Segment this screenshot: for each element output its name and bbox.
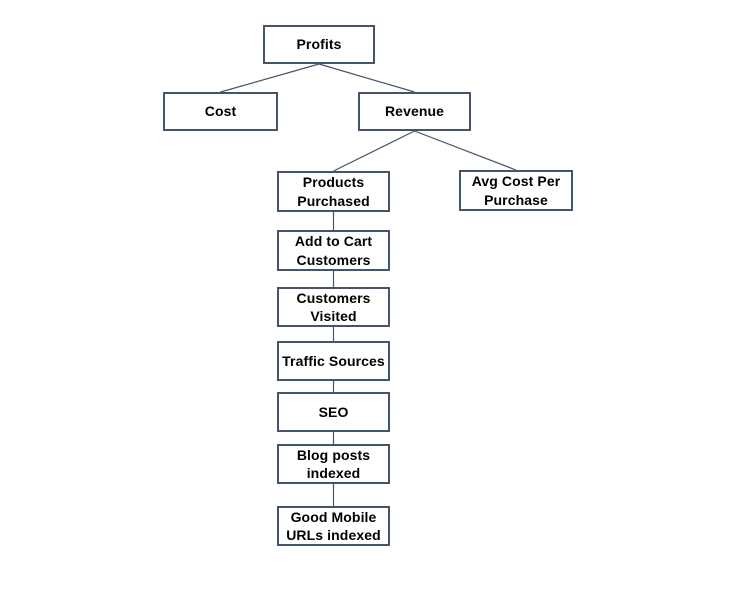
node-revenue-label: Revenue xyxy=(384,103,445,120)
node-good-mobile-urls-indexed-label: Good Mobile URLs indexed xyxy=(286,508,381,543)
connector-profits-to-cost xyxy=(220,63,320,93)
node-profits: Profits xyxy=(263,25,375,64)
node-profits-label: Profits xyxy=(296,36,342,53)
node-blog-posts-indexed-label: Blog posts indexed xyxy=(296,446,371,481)
node-blog-posts-indexed: Blog posts indexed xyxy=(277,444,390,484)
node-products-purchased-label: Products Purchased xyxy=(297,174,370,209)
node-products-purchased: Products Purchased xyxy=(277,171,390,212)
node-add-to-cart-customers-label: Add to Cart Customers xyxy=(294,233,373,268)
node-cost-label: Cost xyxy=(204,103,237,120)
node-seo: SEO xyxy=(277,392,390,432)
node-cost: Cost xyxy=(163,92,278,131)
node-customers-visited-label: Customers Visited xyxy=(296,289,371,324)
node-customers-visited: Customers Visited xyxy=(277,287,390,327)
node-traffic-sources-label: Traffic Sources xyxy=(282,352,385,369)
node-traffic-sources: Traffic Sources xyxy=(277,341,390,381)
node-seo-label: SEO xyxy=(318,403,349,420)
node-good-mobile-urls-indexed: Good Mobile URLs indexed xyxy=(277,506,390,546)
connector-profits-to-revenue xyxy=(318,63,415,93)
connector-revenue-to-products_purchased xyxy=(333,130,415,172)
node-avg-cost-per-purchase: Avg Cost Per Purchase xyxy=(459,170,573,211)
connector-revenue-to-avg_cost_per_purchase xyxy=(414,130,517,171)
node-avg-cost-per-purchase-label: Avg Cost Per Purchase xyxy=(471,173,561,208)
node-add-to-cart-customers: Add to Cart Customers xyxy=(277,230,390,271)
node-revenue: Revenue xyxy=(358,92,471,131)
